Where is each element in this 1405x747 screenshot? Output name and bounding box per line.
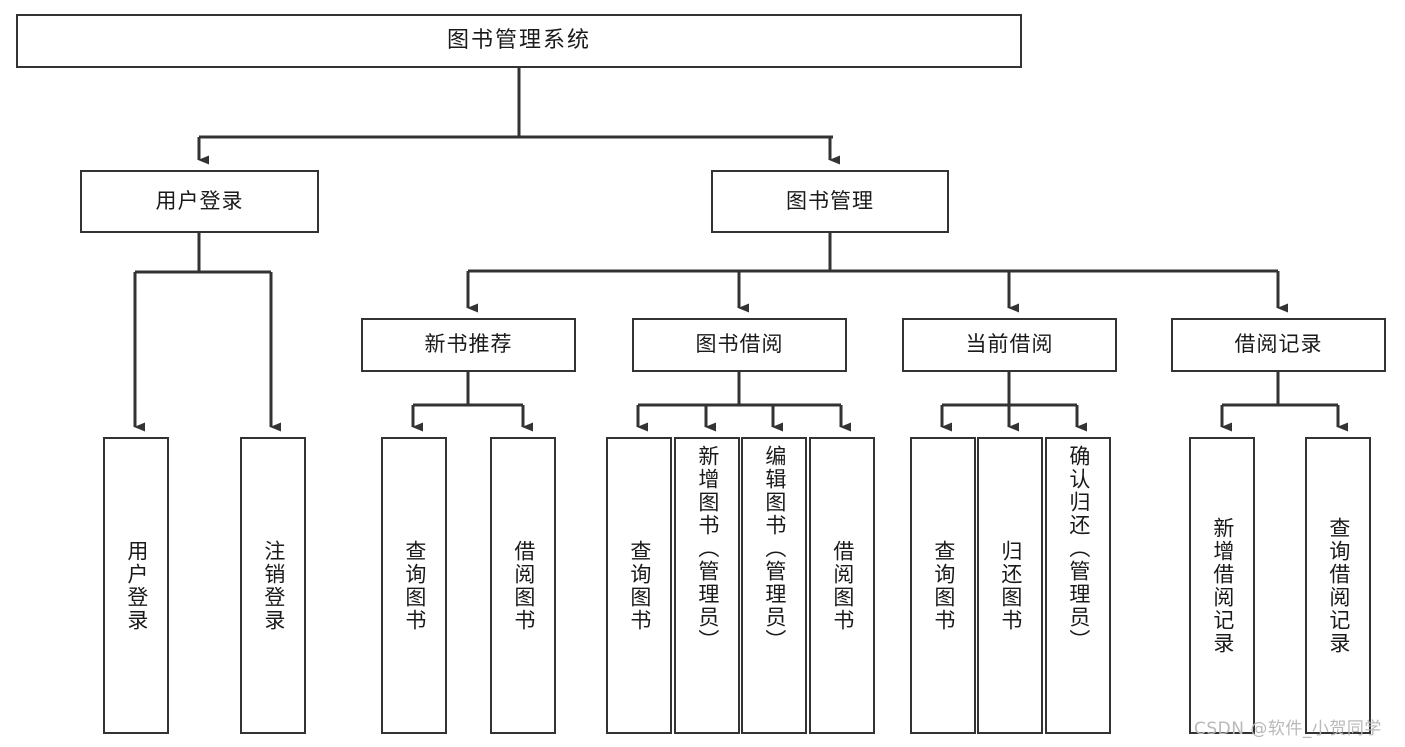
node-label: 查询借阅记录 — [1326, 516, 1351, 655]
node-label: 新增图书（管理员） — [695, 445, 720, 652]
node-label: 编辑图书（管理员） — [762, 445, 787, 652]
node-new-book-recommend[interactable]: 新书推荐 — [361, 318, 576, 372]
leaf-add-book[interactable]: 新增图书（管理员） — [674, 437, 740, 734]
node-current-borrow[interactable]: 当前借阅 — [902, 318, 1117, 372]
node-book-manage[interactable]: 图书管理 — [711, 170, 949, 233]
leaf-user-login[interactable]: 用户登录 — [103, 437, 169, 734]
node-label: 借阅图书 — [830, 539, 855, 632]
node-label: 归还图书 — [998, 539, 1023, 632]
node-label: 新书推荐 — [424, 332, 513, 357]
node-label: 用户登录 — [124, 539, 149, 632]
leaf-add-record[interactable]: 新增借阅记录 — [1189, 437, 1255, 734]
node-label: 图书借阅 — [695, 332, 784, 357]
node-label: 确认归还（管理员） — [1066, 445, 1091, 652]
node-label: 新增借阅记录 — [1210, 516, 1235, 655]
leaf-borrow-book-1[interactable]: 借阅图书 — [490, 437, 556, 734]
leaf-return-book[interactable]: 归还图书 — [977, 437, 1043, 734]
node-label: 注销登录 — [261, 539, 286, 632]
leaf-query-record[interactable]: 查询借阅记录 — [1305, 437, 1371, 734]
node-user-login[interactable]: 用户登录 — [80, 170, 319, 233]
leaf-query-book-2[interactable]: 查询图书 — [606, 437, 672, 734]
leaf-edit-book[interactable]: 编辑图书（管理员） — [741, 437, 807, 734]
node-label: 查询图书 — [931, 539, 956, 632]
node-label: 查询图书 — [402, 539, 427, 632]
leaf-logout-login[interactable]: 注销登录 — [240, 437, 306, 734]
leaf-borrow-book-2[interactable]: 借阅图书 — [809, 437, 875, 734]
node-label: 查询图书 — [627, 539, 652, 632]
node-root-book-management-system[interactable]: 图书管理系统 — [16, 14, 1022, 68]
leaf-query-book-3[interactable]: 查询图书 — [910, 437, 976, 734]
node-borrow-record[interactable]: 借阅记录 — [1171, 318, 1386, 372]
node-label: 图书管理 — [786, 188, 874, 213]
node-book-borrow[interactable]: 图书借阅 — [632, 318, 847, 372]
node-label: 当前借阅 — [965, 332, 1054, 357]
csdn-watermark: CSDN @软件_小贺同学 — [1194, 719, 1382, 739]
leaf-query-book-1[interactable]: 查询图书 — [381, 437, 447, 734]
node-label: 图书管理系统 — [446, 27, 591, 53]
leaf-confirm-return[interactable]: 确认归还（管理员） — [1045, 437, 1111, 734]
node-label: 借阅记录 — [1234, 332, 1323, 357]
node-label: 用户登录 — [155, 188, 244, 213]
node-label: 借阅图书 — [511, 539, 536, 632]
